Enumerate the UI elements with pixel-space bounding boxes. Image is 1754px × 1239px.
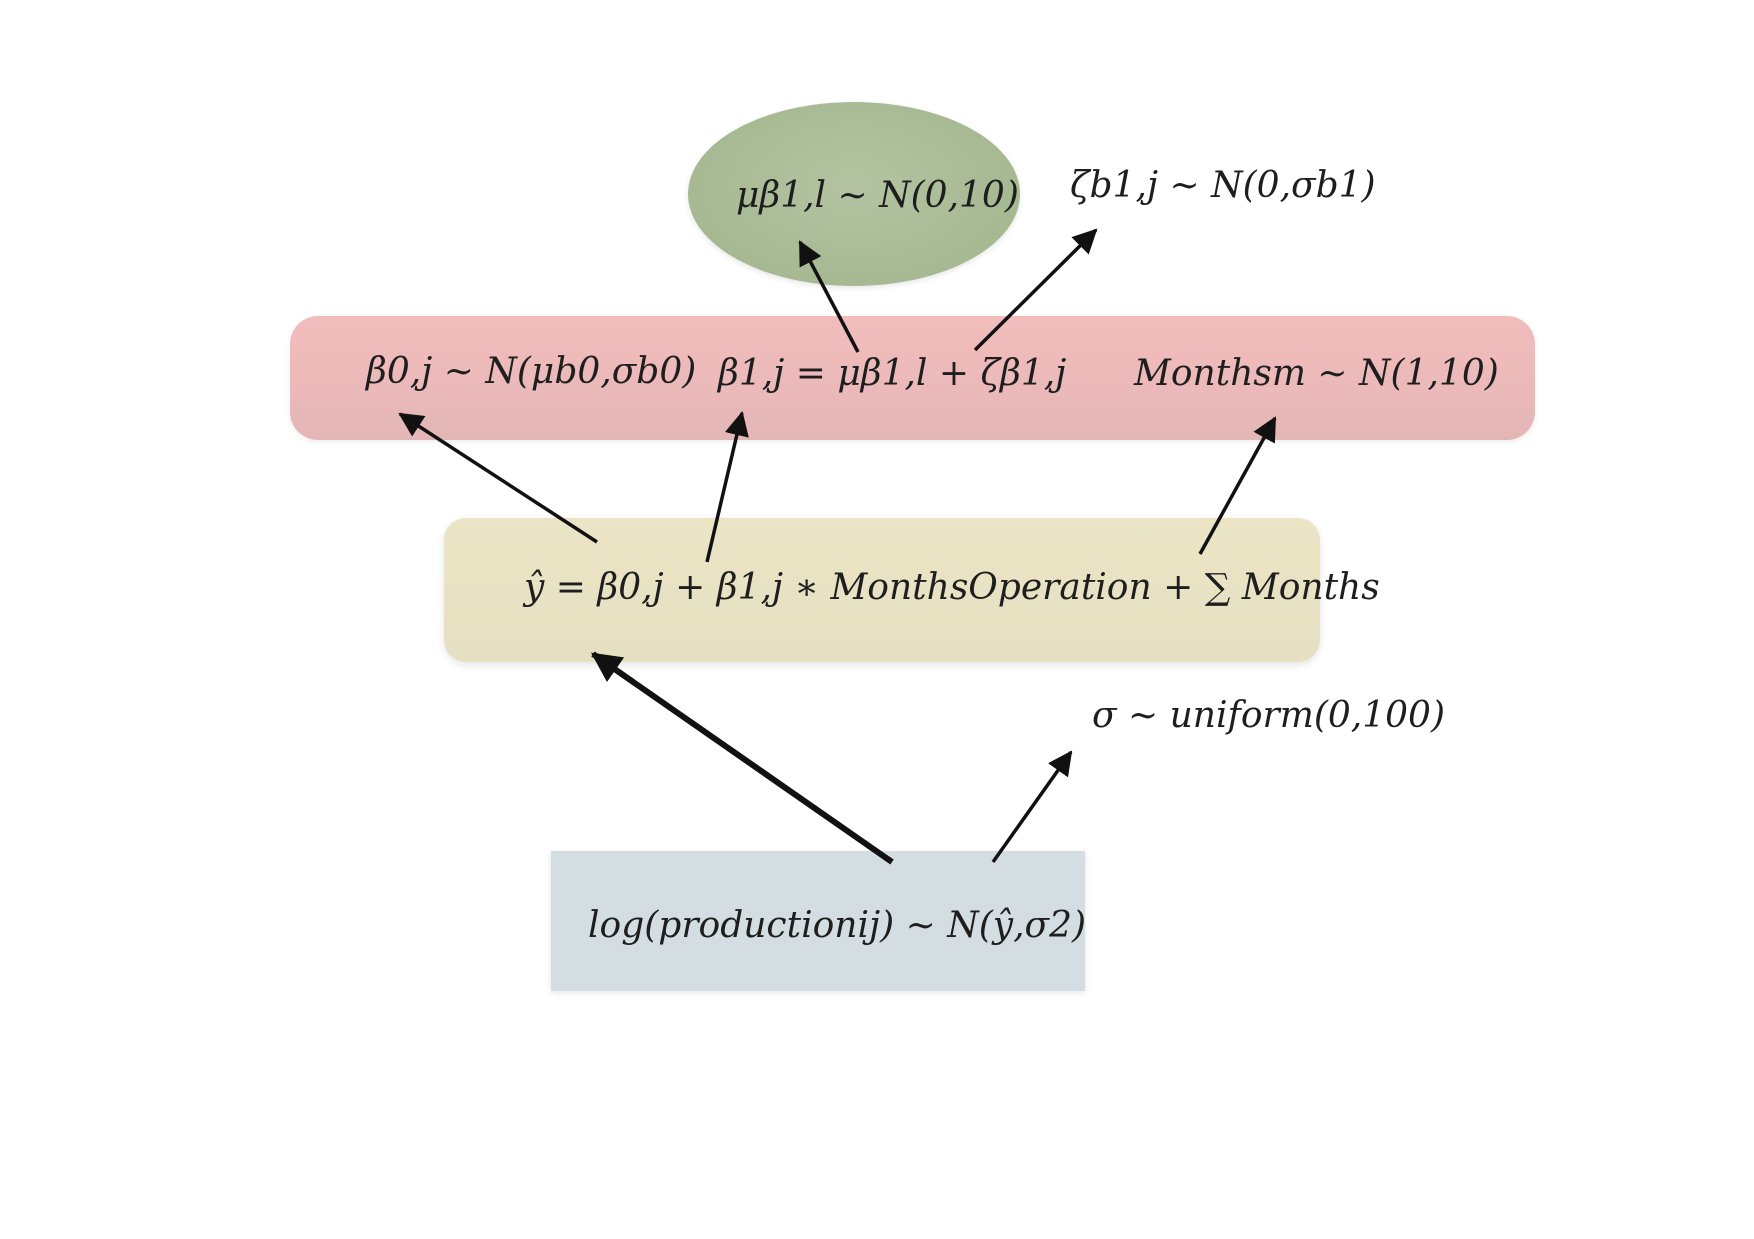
- edge-likelihood-to-yhat: [590, 651, 894, 865]
- beta1-label: β1,j = μβ1,l + ζβ1,j: [718, 353, 1067, 394]
- beta0-label: β0,j ∼ N(μb0,σb0): [366, 351, 697, 392]
- edge-beta1-to-mu-prior: [798, 240, 860, 353]
- edge-yhat-to-beta1: [705, 411, 749, 563]
- edge-beta1-to-zeta-prior: [973, 228, 1098, 352]
- mu-prior-node: [688, 102, 1020, 286]
- months-prior-label: Monthsm ∼ N(1,10): [1134, 353, 1499, 394]
- parameter-band: [290, 316, 1535, 440]
- yhat-label: ŷ = β0,j + β1,j ∗ MonthsOperation + ∑ Mo…: [524, 567, 1380, 608]
- sigma-prior-label: σ ∼ uniform(0,100): [1092, 695, 1446, 736]
- edge-yhat-to-beta0: [398, 412, 598, 544]
- likelihood-node: [551, 851, 1085, 991]
- zeta-prior-label: ζb1,j ∼ N(0,σb1): [1070, 165, 1376, 206]
- likelihood-label: log(productionij) ∼ N(ŷ,σ2): [588, 905, 1087, 946]
- mu-prior-label: μβ1,l ∼ N(0,10): [736, 175, 1019, 216]
- edge-yhat-to-months-prior: [1198, 416, 1277, 555]
- edge-likelihood-to-sigma-prior: [991, 750, 1073, 864]
- linear-predictor-band: [444, 518, 1320, 662]
